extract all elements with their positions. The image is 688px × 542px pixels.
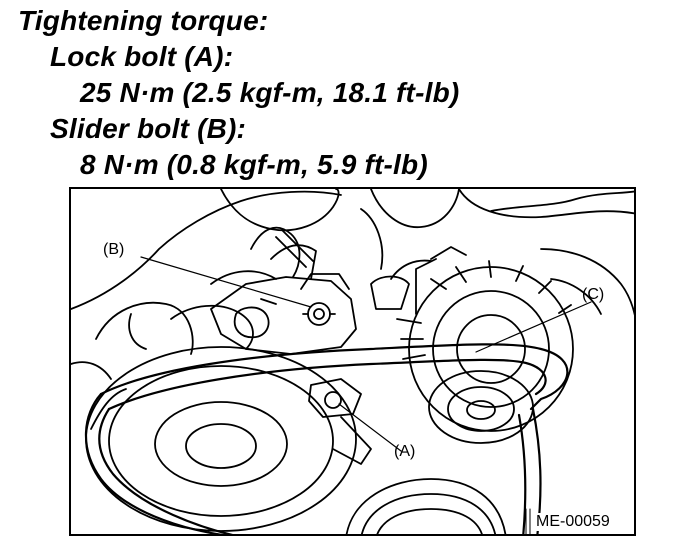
slider-bolt-torque: 8 N·m (0.8 kgf-m, 5.9 ft-lb) [80, 149, 428, 180]
lower-pulley [345, 478, 507, 534]
leader-c [475, 301, 592, 353]
leader-lines [140, 256, 592, 452]
lock-bolt-torque: 25 N·m (2.5 kgf-m, 18.1 ft-lb) [80, 77, 460, 108]
leader-a [338, 403, 402, 452]
hatching [525, 508, 531, 534]
tensioner-bracket [210, 244, 357, 355]
callout-belt: (C) [582, 286, 605, 303]
engine-background [71, 189, 634, 430]
crank-pulley [85, 346, 357, 532]
figure-code: ME-00059 [534, 513, 612, 531]
v-belt-c [84, 343, 569, 534]
lock-bolt-label: Lock bolt (A): [50, 41, 234, 72]
callout-lock-bolt: (A) [394, 443, 416, 460]
leader-b [140, 256, 312, 308]
engine-belt-figure: (B) (C) (A) ME-00059 [69, 187, 636, 536]
spec-heading: Tightening torque: [18, 5, 269, 36]
alternator [370, 246, 574, 432]
torque-spec: Tightening torque: Lock bolt (A): 25 N·m… [0, 0, 688, 185]
slider-bolt-b [302, 302, 336, 326]
callout-slider-bolt: (B) [103, 241, 125, 258]
slider-bolt-label: Slider bolt (B): [50, 113, 247, 144]
